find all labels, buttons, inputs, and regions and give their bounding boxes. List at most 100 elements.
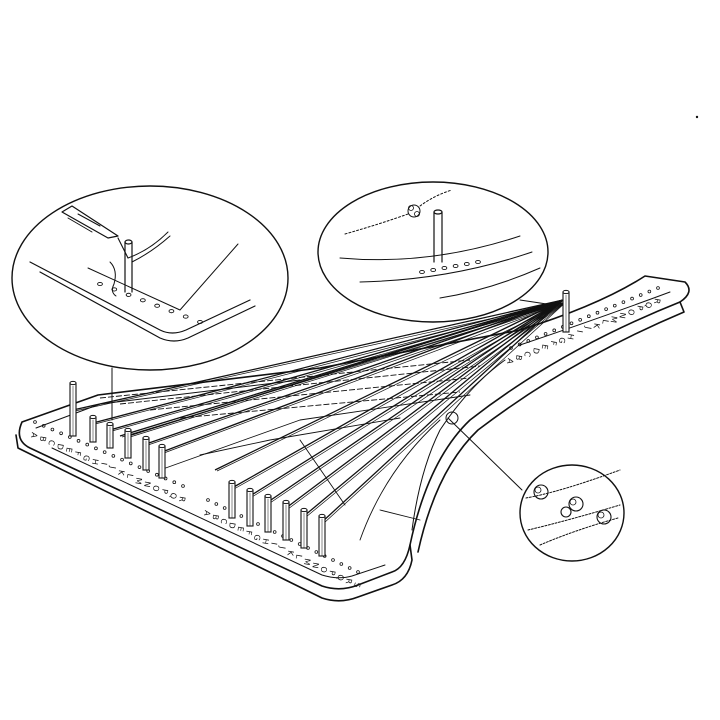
callout-hole	[168, 309, 175, 314]
peg-hole	[41, 423, 46, 428]
peg-hole	[630, 296, 634, 301]
string-line	[285, 299, 564, 509]
peg-hole	[595, 310, 600, 315]
edge-letter: F	[73, 450, 83, 456]
callout-hole	[154, 303, 160, 308]
edge-letter: B	[514, 354, 524, 361]
peg-hole	[638, 293, 643, 297]
edge-letter: D	[531, 347, 541, 355]
peg-hole	[102, 450, 107, 454]
weft-line	[149, 377, 471, 411]
callout-hole	[430, 267, 437, 273]
edge-letter: P	[635, 305, 645, 311]
edge-letter: Q	[335, 574, 345, 582]
weft-line	[99, 359, 471, 399]
edge-letter: N	[617, 312, 627, 319]
edge-letter: S	[352, 582, 362, 589]
callout-hole	[97, 281, 103, 287]
edge-letter: R	[344, 578, 354, 585]
edge-letter: F	[244, 530, 254, 536]
edge-letter: L	[600, 319, 610, 325]
edge-letter: G	[81, 454, 91, 462]
weft-line	[119, 365, 481, 405]
bottom-detail-callout	[445, 411, 625, 562]
peg-hole	[339, 562, 344, 566]
edge-letter: H	[260, 538, 270, 545]
peg-hole	[517, 342, 522, 347]
edge-letter: B	[210, 514, 220, 521]
peg-hole	[214, 502, 219, 506]
peg-hole	[222, 506, 227, 510]
edge-letter: Q	[168, 492, 178, 500]
peg	[562, 289, 570, 333]
peg-hole	[50, 427, 55, 432]
string-line	[147, 301, 567, 446]
edge-letter: I	[99, 462, 108, 466]
peg-hole	[569, 321, 574, 326]
left-detail-callout	[11, 185, 289, 421]
peg-hole	[85, 442, 90, 447]
peg-hole	[59, 431, 63, 436]
peg-hole	[356, 570, 360, 574]
knot-chain-icon	[525, 469, 621, 546]
peg-hole	[155, 472, 159, 477]
edge-letter: C	[46, 439, 56, 446]
edge-letter: K	[591, 322, 601, 329]
peg-hole	[239, 514, 244, 518]
edge-letter: B	[38, 435, 48, 442]
edge-letter: I	[269, 542, 278, 546]
string-line	[111, 301, 567, 432]
edge-letter: A	[202, 510, 212, 517]
string-line	[305, 301, 567, 518]
peg-hole	[535, 335, 539, 340]
peg-hole	[578, 317, 582, 322]
peg-hole	[347, 566, 352, 570]
peg-hole	[526, 339, 531, 343]
peg	[282, 499, 290, 541]
edge-letter: Q	[643, 301, 653, 309]
edge-letter: R	[177, 496, 187, 503]
peg-hole	[33, 420, 37, 424]
edge-letter: O	[319, 566, 329, 574]
callout-hole	[125, 292, 132, 297]
string-line	[249, 299, 564, 497]
edge-letter: E	[64, 447, 74, 454]
pegs	[69, 289, 570, 557]
peg-hole	[94, 446, 98, 451]
peg	[106, 421, 114, 449]
edge-letter: J	[278, 545, 287, 550]
string-line	[267, 299, 564, 503]
peg-hole	[128, 461, 133, 466]
string-line	[74, 301, 567, 412]
peg-hole	[289, 538, 294, 542]
peg-hole	[612, 303, 617, 308]
peg-hole	[256, 522, 260, 526]
edge-letter: L	[294, 554, 304, 560]
string-line	[121, 301, 567, 438]
weft-line	[179, 391, 461, 419]
edge-letter: K	[116, 469, 126, 476]
string-line	[119, 299, 564, 437]
edge-letter: M	[133, 477, 143, 485]
peg	[300, 507, 308, 549]
peg-hole	[120, 457, 124, 462]
edge-letter: J	[583, 325, 592, 330]
peg-hole	[137, 465, 142, 469]
edge-letter: A	[29, 432, 39, 439]
edge-letter: C	[219, 518, 229, 525]
edge-letter: J	[108, 465, 117, 470]
peg-hole	[543, 332, 548, 336]
edge-letter: N	[310, 562, 320, 569]
peg-hole	[172, 480, 177, 485]
right-detail-callout	[317, 181, 561, 323]
string-line	[303, 299, 564, 517]
edge-letter: H	[90, 458, 100, 465]
edge-letter: L	[125, 473, 135, 479]
hook-tool-icon	[61, 205, 171, 297]
peg-hole	[314, 550, 319, 554]
peg-hole	[587, 314, 591, 319]
string-line	[321, 299, 564, 523]
